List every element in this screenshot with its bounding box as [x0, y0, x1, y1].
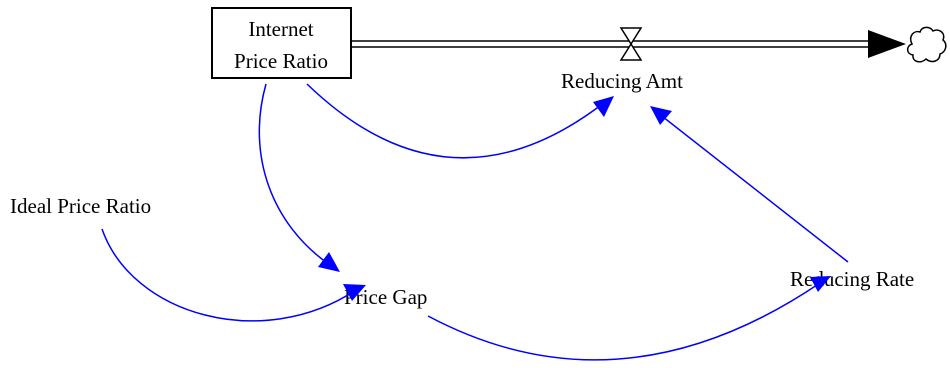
variable-ideal-price-ratio[interactable]: Ideal Price Ratio [10, 194, 151, 218]
cloud-sink-icon [906, 26, 947, 63]
outflow-arrowhead-icon [868, 30, 906, 58]
stock-box[interactable] [211, 7, 352, 79]
valve-icon[interactable] [619, 27, 643, 61]
flow-label-reducing-amt[interactable]: Reducing Amt [561, 69, 683, 93]
outflow-pipe [351, 40, 872, 48]
variable-reducing-rate[interactable]: Reducing Rate [790, 267, 914, 291]
link-reducing-rate-to-reducing-amt-arrowhead-icon [650, 106, 672, 125]
link-stock-to-reducing-amt[interactable] [306, 83, 606, 159]
stock-label-line1: Internet [248, 17, 313, 41]
link-stock-to-reducing-amt-arrowhead-icon [593, 96, 614, 117]
link-price-gap-to-reducing-rate-arrowhead-icon [810, 276, 831, 292]
link-stock-to-price-gap-arrowhead-icon [318, 252, 340, 272]
link-stock-to-price-gap[interactable] [258, 83, 331, 266]
link-ideal-to-price-gap[interactable] [101, 228, 357, 322]
link-price-gap-to-reducing-rate[interactable] [427, 282, 821, 361]
stock-label-line2: Price Ratio [234, 49, 328, 73]
link-reducing-rate-to-reducing-amt[interactable] [657, 112, 849, 263]
link-ideal-to-price-gap-arrowhead-icon [343, 284, 366, 301]
